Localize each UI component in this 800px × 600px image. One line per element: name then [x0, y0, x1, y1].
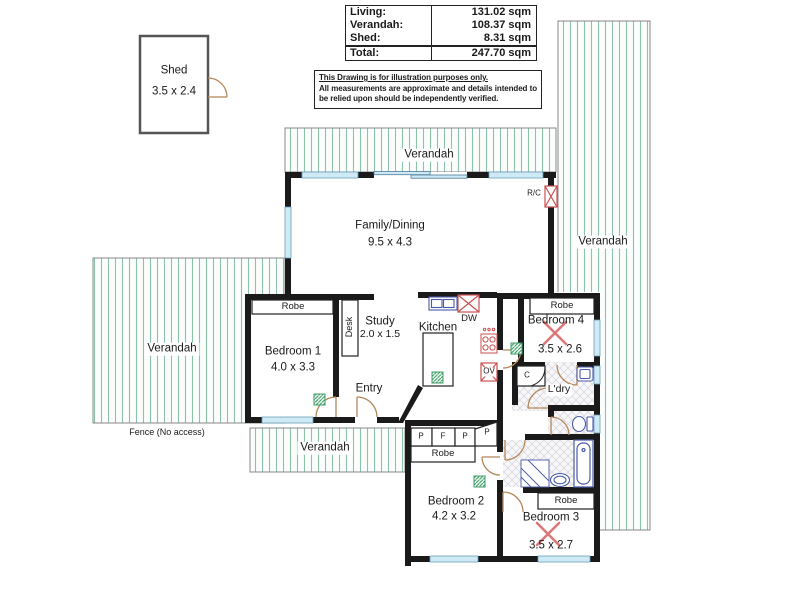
robe-box-bed1 — [251, 299, 334, 315]
ceiling-fan-bed4 — [542, 320, 568, 346]
disclaimer-box: This Drawing is for illustration purpose… — [314, 70, 542, 109]
bedroom4-dims: 3.5 x 2.6 — [537, 343, 583, 356]
area-summary-table: Living: 131.02 sqm Verandah: 108.37 sqm … — [345, 5, 537, 61]
table-row: Verandah: 108.37 sqm — [346, 19, 536, 32]
cupboard-door-curve — [530, 366, 546, 387]
shower — [520, 459, 550, 488]
area-label: Living: — [346, 6, 432, 19]
area-label: Total: — [346, 47, 432, 60]
verandah-label-bottom: Verandah — [297, 441, 353, 455]
kitchen-name: Kitchen — [418, 321, 458, 334]
robe-label-bed3: Robe — [554, 494, 578, 506]
shed-outline — [138, 34, 228, 135]
toilet — [571, 415, 594, 433]
fence-label: Fence (No access) — [129, 427, 205, 438]
ceiling-fan-bed3 — [535, 521, 561, 547]
bedroom3-dims: 3.5 x 2.7 — [528, 539, 574, 552]
laundry-name: L'dry — [545, 383, 573, 396]
verandah-label-top: Verandah — [401, 148, 457, 162]
sliding-door — [373, 171, 468, 179]
fridge-label: F — [440, 431, 446, 441]
bedroom2-dims: 4.2 x 3.2 — [431, 510, 477, 523]
bedroom2-name: Bedroom 2 — [427, 495, 485, 508]
area-label: Shed: — [346, 32, 432, 45]
area-label: Verandah: — [346, 19, 432, 32]
robe-box-bed3 — [537, 492, 595, 510]
study-dims: 2.0 x 1.5 — [359, 328, 401, 341]
entry-name: Entry — [355, 382, 383, 395]
pantry3-label: P — [484, 427, 490, 437]
bedroom3-name: Bedroom 3 — [522, 511, 580, 524]
basin — [549, 472, 571, 488]
family-dining-name: Family/Dining — [355, 219, 425, 232]
dishwasher-label: DW — [461, 312, 477, 325]
verandah-label-left: Verandah — [144, 342, 200, 356]
door-swings — [315, 349, 578, 513]
dishwasher-symbol — [457, 294, 480, 313]
disclaimer-line1: This Drawing is for illustration purpose… — [319, 73, 488, 82]
robe-label-bed4: Robe — [550, 299, 574, 311]
disclaimer-line3: to be relied upon should be independentl… — [319, 83, 537, 104]
bedroom4-name: Bedroom 4 — [527, 314, 585, 327]
cupboard-label: C — [524, 370, 530, 381]
shed-name: Shed — [160, 64, 188, 77]
cooktop-symbol — [480, 327, 498, 354]
kitchen-sink — [428, 296, 458, 311]
rc-label: R/C — [527, 188, 541, 198]
desk-label: Desk — [344, 316, 355, 338]
pantry1-label: P — [418, 431, 424, 441]
windows — [261, 171, 601, 563]
linen-cupboard-box — [516, 365, 546, 387]
robe-label-bed1: Robe — [281, 300, 305, 312]
study-name: Study — [365, 315, 395, 328]
area-value: 131.02 sqm — [471, 6, 531, 18]
bedroom1-name: Bedroom 1 — [264, 345, 322, 358]
verandah-label-right: Verandah — [575, 235, 631, 249]
table-row: Shed: 8.31 sqm — [346, 32, 536, 45]
robe-box-bed4 — [529, 297, 595, 315]
table-row-total: Total: 247.70 sqm — [346, 45, 536, 60]
pantry2-label: P — [462, 431, 468, 441]
table-row: Living: 131.02 sqm — [346, 6, 536, 19]
joinery — [251, 297, 595, 510]
area-value: 108.37 sqm — [471, 19, 531, 31]
bathtub — [573, 439, 594, 488]
air-conditioner-unit — [544, 185, 558, 208]
shed-dims: 3.5 x 2.4 — [151, 85, 197, 98]
desk-box — [341, 299, 359, 357]
disclaimer-line2: All measurements are approximate and det… — [319, 83, 528, 93]
area-value: 247.70 sqm — [471, 47, 531, 59]
robe-label-bed2: Robe — [431, 447, 455, 459]
pantry-box-3 — [474, 421, 498, 447]
floor-vents — [313, 342, 523, 488]
bedroom1-dims: 4.0 x 3.3 — [270, 361, 316, 374]
laundry-trough — [576, 366, 594, 382]
area-value: 8.31 sqm — [483, 32, 531, 44]
oven-label: OV — [483, 366, 495, 377]
walls — [245, 172, 600, 566]
family-dining-dims: 9.5 x 4.3 — [367, 236, 413, 249]
